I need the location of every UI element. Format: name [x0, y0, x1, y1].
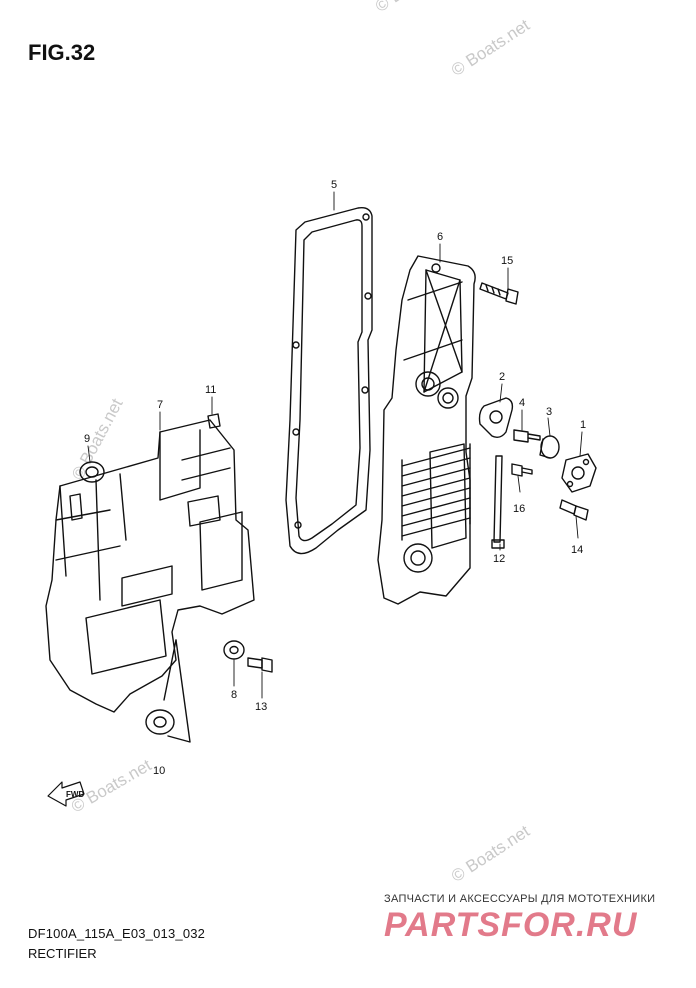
fwd-label: FWD	[66, 790, 84, 799]
callout-15: 15	[501, 255, 513, 267]
callout-10: 10	[153, 765, 165, 777]
callout-1: 1	[580, 419, 586, 431]
bolt-part-4	[513, 429, 541, 443]
clamp-part-12	[491, 455, 505, 549]
fwd-arrow-icon	[47, 781, 85, 807]
bolt-part-14	[559, 499, 589, 521]
callout-14: 14	[571, 544, 583, 556]
callout-16: 16	[513, 503, 525, 515]
callout-2: 2	[499, 371, 505, 383]
bracket-part-1	[561, 453, 597, 493]
promo-tagline: ЗАПЧАСТИ И АКСЕССУАРЫ ДЛЯ МОТОТЕХНИКИ	[384, 893, 656, 905]
plate-part-2	[478, 397, 514, 439]
figure-title: FIG.32	[28, 40, 96, 65]
callout-8: 8	[231, 689, 237, 701]
figure-code: DF100A_115A_E03_013_032	[28, 926, 206, 941]
grommet-part-10	[145, 639, 191, 743]
collar-part-3	[539, 435, 560, 459]
callout-3: 3	[546, 406, 552, 418]
grommet-part-9	[79, 461, 105, 483]
cap-part-11	[207, 413, 221, 429]
figure-name: RECTIFIER	[28, 946, 97, 961]
washer-part-8	[223, 640, 245, 660]
bolt-part-16	[511, 463, 533, 477]
promo-brand-logo: PARTSFOR.RU	[384, 906, 638, 944]
rectifier-housing-part	[377, 255, 476, 605]
gasket-part	[285, 206, 373, 555]
callout-4: 4	[519, 397, 525, 409]
bolt-part-15	[479, 282, 519, 305]
callout-11: 11	[205, 384, 216, 396]
callout-7: 7	[157, 399, 163, 411]
bracket-block-part-7	[45, 419, 255, 713]
callout-9: 9	[84, 433, 90, 445]
callout-13: 13	[255, 701, 267, 713]
callout-5: 5	[331, 179, 337, 191]
bolt-part-13	[247, 657, 273, 673]
callout-12: 12	[493, 553, 505, 565]
leader-lines	[87, 191, 583, 699]
callout-6: 6	[437, 231, 443, 243]
